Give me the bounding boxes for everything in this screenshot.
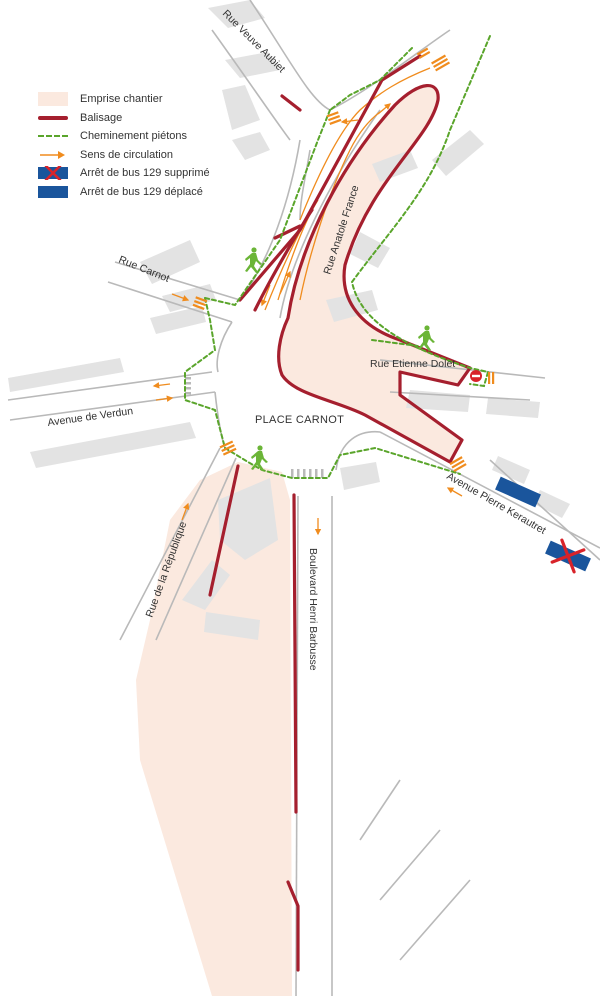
legend: Emprise chantier Balisage Cheminement pi… [38,90,268,201]
building [218,478,278,560]
building [30,422,196,468]
arrow-icon [260,284,271,307]
pedestrian-paths [184,35,491,479]
legend-item-circulation: Sens de circulation [38,146,268,165]
arrow-icon [155,395,174,402]
pedestrian-icon [245,247,262,273]
balisage-swatch [38,115,68,120]
legend-label: Sens de circulation [80,148,173,161]
balisage-line [277,84,472,464]
building [340,462,380,490]
pedestrian-icon [251,445,268,471]
legend-item-bus-supprime: Arrêt de bus 129 supprimé [38,164,268,183]
bus-stop-deplace [495,476,541,508]
legend-label: Balisage [80,111,123,124]
legend-item-chantier: Emprise chantier [38,90,268,109]
pedestrian-path [329,47,413,111]
chantier-zone-central [278,85,470,462]
building [150,306,206,334]
barrier-marker [192,296,208,310]
legend-item-bus-deplace: Arrêt de bus 129 déplacé [38,183,268,202]
building [432,130,484,176]
building [534,490,570,518]
arrow-icon [377,103,391,115]
pietons-swatch [38,135,68,138]
balisage-line [273,224,302,240]
pietons-swatch-wrap [38,129,68,143]
street-label-henri-barbusse: Boulevard Henri Barbusse [307,548,319,671]
pedestrian-path [350,35,491,388]
building [372,150,418,182]
building [208,0,265,28]
crosswalks [185,377,324,478]
legend-label: Arrêt de bus 129 déplacé [80,185,203,198]
arrow-icon [152,382,171,389]
pedestrian-path [204,109,331,307]
pedestrian-path [371,339,419,347]
barrier-markers [192,47,495,473]
balisage-line [292,493,298,814]
building [486,398,540,418]
legend-label: Emprise chantier [80,93,163,106]
pedestrian-icons [245,247,435,471]
arrow-icon [181,502,190,521]
building [140,240,200,284]
arrow-icon [279,270,291,295]
arrow-icon [38,148,68,162]
bus-stop-deplace-icon [38,185,68,199]
barrier-marker [219,440,237,456]
bus-stop-supprime-icon [38,164,68,182]
building [225,52,280,78]
balisage-line [286,880,300,972]
barrier-marker [431,54,451,72]
balisage [208,54,472,972]
building [222,85,260,130]
arrow-icon [171,293,190,302]
crosswalk-icon [291,469,294,478]
legend-item-balisage: Balisage [38,109,268,128]
building [182,560,230,610]
balisage-swatch-wrap [38,111,68,125]
chantier-swatch [38,92,68,107]
buildings [8,0,570,640]
legend-label: Cheminement piétons [80,130,188,143]
place-label-carnot: PLACE CARNOT [255,414,344,426]
balisage-line [238,54,422,302]
building [8,358,124,392]
road-edges [7,0,600,996]
pedestrian-path [184,297,461,479]
building [204,612,260,640]
bus-stop-supprime [545,538,591,574]
crosswalk-icon [185,377,191,380]
building [350,232,390,268]
building [232,132,270,160]
building [492,456,530,484]
balisage-line [253,208,314,312]
traffic-lane [299,111,381,301]
no-entry-icon [470,370,482,382]
arrow-icon [446,487,463,497]
street-label-etienne-dolet: Rue Etienne Dolet [370,358,455,370]
barrier-marker [326,111,342,125]
legend-label: Arrêt de bus 129 supprimé [80,167,210,180]
barrier-marker [416,47,431,59]
arrow-icon [340,118,359,125]
legend-item-pietons: Cheminement piétons [38,127,268,146]
balisage-line [280,94,302,112]
barrier-marker [449,456,467,473]
pedestrian-icon [418,325,435,351]
balisage-line [208,464,240,597]
traffic-lane [299,67,431,221]
barrier-marker [488,372,495,384]
